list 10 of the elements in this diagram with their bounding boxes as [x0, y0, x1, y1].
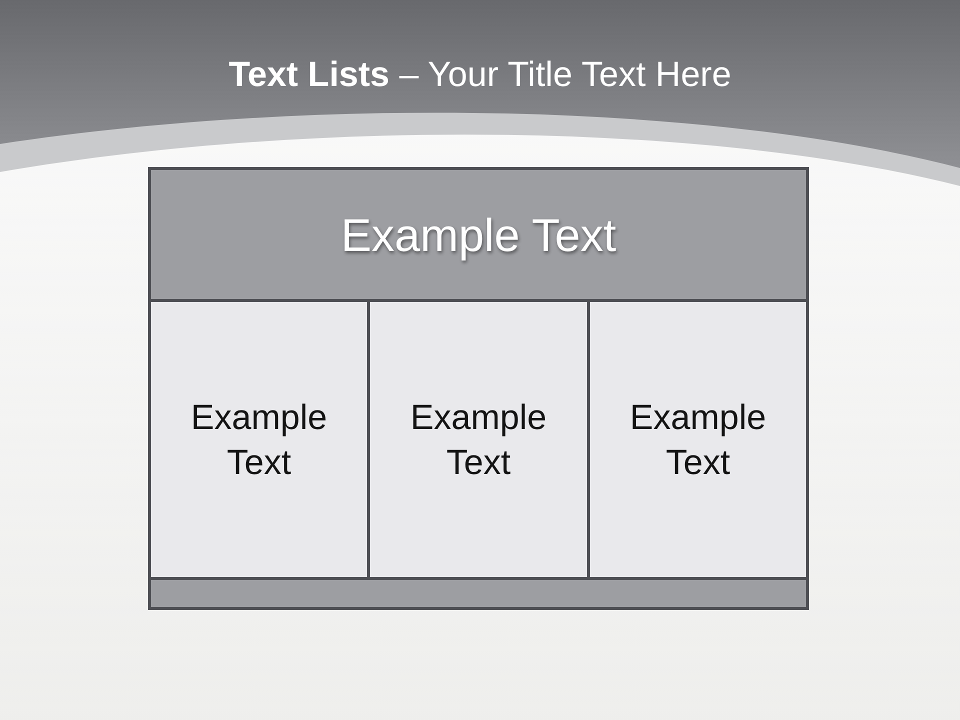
cell-text: Example Text: [409, 396, 548, 484]
text-box: [148, 299, 370, 580]
header-text: Example Text: [340, 208, 616, 262]
header-box: [148, 167, 809, 302]
cell-text: Example Text: [190, 396, 328, 484]
text-box: [587, 299, 809, 580]
footer-bar: [148, 577, 809, 610]
cell-text: Example Text: [628, 396, 768, 484]
slide-title: Text Lists – Your Title Text Here: [228, 54, 732, 96]
text-box: [367, 299, 590, 580]
